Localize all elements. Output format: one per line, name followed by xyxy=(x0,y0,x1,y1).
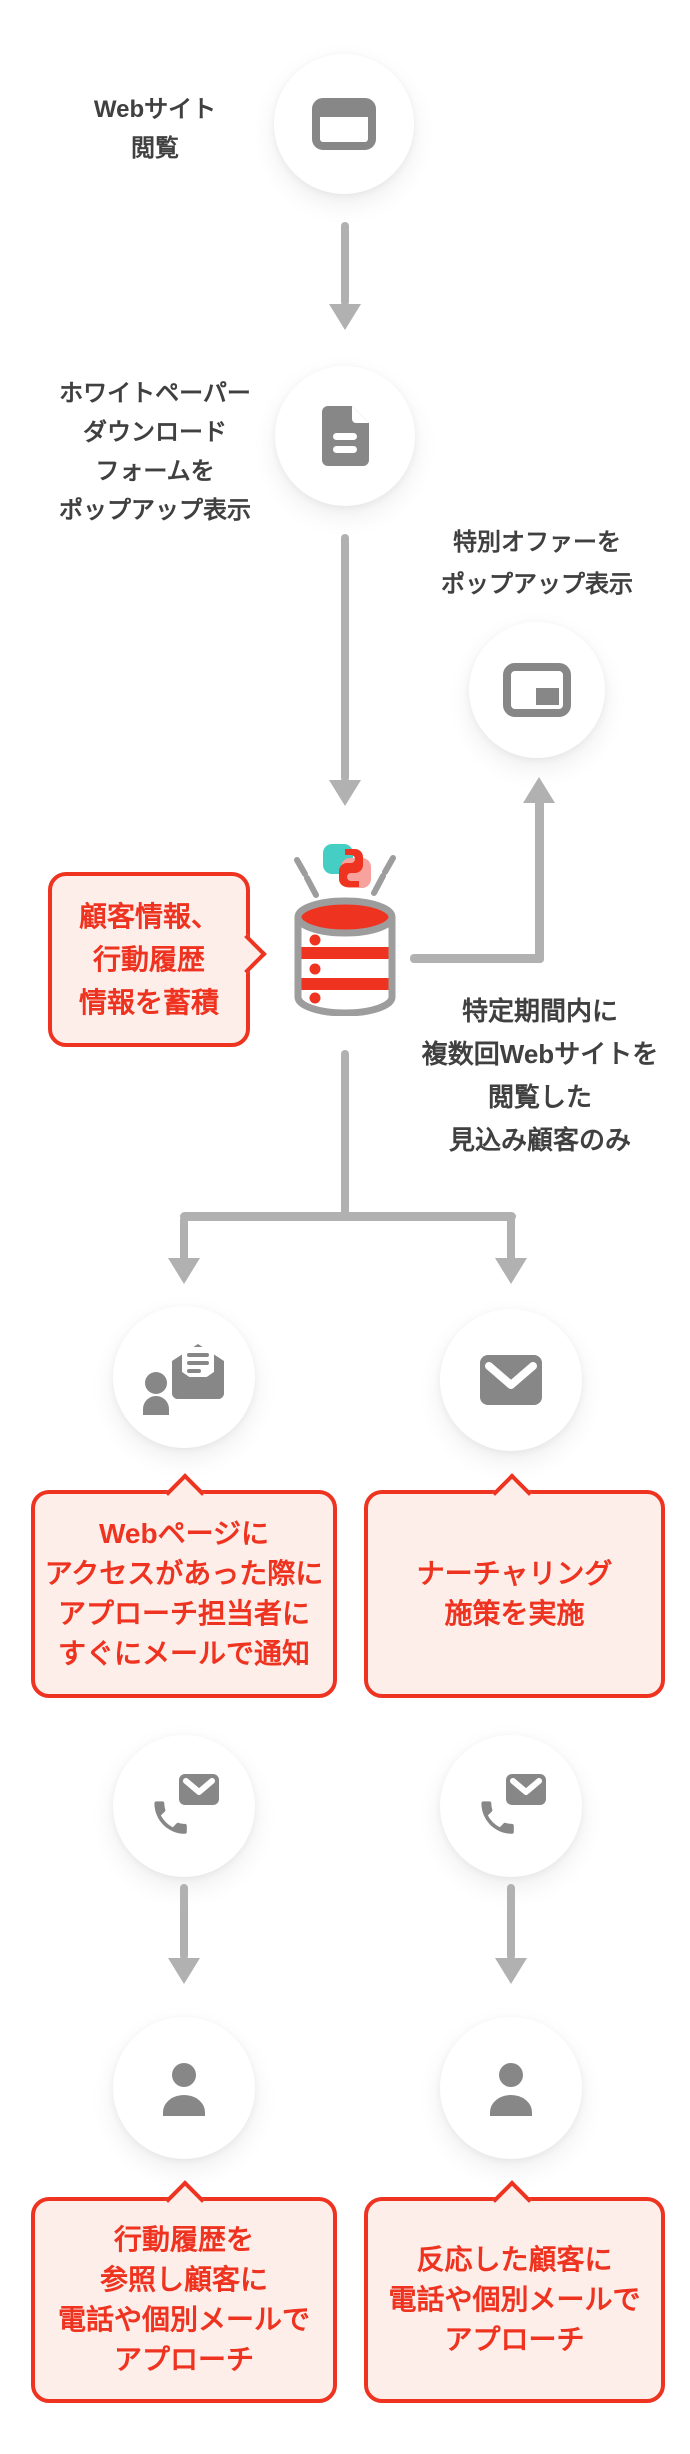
callout-line: アプローチ担当者に xyxy=(57,1598,310,1629)
arrow-database-to-branch xyxy=(341,1050,349,1216)
notify-callout: Webページに アクセスがあった際に アプローチ担当者に すぐにメールで通知 xyxy=(31,1473,337,1698)
arrow-database-to-offer-vertical xyxy=(535,800,544,963)
arrow-contact-right-to-customer xyxy=(507,1884,515,1960)
label-line: ポップアップ表示 xyxy=(59,497,251,524)
branch-left-arm xyxy=(180,1216,188,1262)
callout-tail xyxy=(165,1473,205,1513)
satori-logo-icon xyxy=(294,844,396,898)
step1-node xyxy=(274,54,414,194)
mail-node xyxy=(440,1309,582,1451)
callout-line: 電話や個別メールで xyxy=(388,2284,641,2315)
note-line: 閲覧した xyxy=(487,1082,592,1112)
offer-label: 特別オファーを ポップアップ表示 xyxy=(407,522,667,606)
callout-line: 情報を蓄積 xyxy=(78,987,219,1018)
arrow-step1-to-step2 xyxy=(341,222,349,306)
arrow-contact-left-to-customer xyxy=(180,1884,188,1960)
arrowhead xyxy=(495,1258,527,1284)
arrowhead xyxy=(495,1958,527,1984)
callout-line: 反応した顧客に xyxy=(416,2244,613,2275)
callout-line: 顧客情報、 xyxy=(78,901,219,932)
arrow-database-to-offer-horizontal xyxy=(410,954,544,963)
note-line: 特定期間内に xyxy=(461,996,618,1026)
arrow-step2-to-database xyxy=(341,534,349,782)
arrowhead xyxy=(168,1258,200,1284)
final-right-callout: 反応した顧客に 電話や個別メールで アプローチ xyxy=(364,2180,665,2403)
label-line: ポップアップ表示 xyxy=(441,571,633,598)
arrowhead xyxy=(329,780,361,806)
callout-line: ナーチャリング xyxy=(416,1558,613,1589)
callout-line: Webページに xyxy=(98,1518,270,1549)
nurture-callout: ナーチャリング 施策を実施 xyxy=(364,1473,665,1698)
person-icon xyxy=(490,2063,532,2116)
callout-line: アプローチ xyxy=(444,2324,585,2355)
callout-tail xyxy=(165,2180,205,2220)
callout-line: 電話や個別メールで xyxy=(57,2304,310,2335)
contact-left-node xyxy=(113,1735,255,1877)
label-line: 閲覧 xyxy=(131,135,179,162)
customer-right-node xyxy=(440,2017,582,2159)
callout-tail xyxy=(492,1473,532,1513)
callout-tail xyxy=(492,2180,532,2220)
label-line: ダウンロード xyxy=(83,419,227,446)
notify-node xyxy=(113,1306,255,1448)
filter-note: 特定期間内に 複数回Webサイトを 閲覧した 見込み顧客のみ xyxy=(390,990,690,1162)
arrowhead xyxy=(329,304,361,330)
phone-mail-icon xyxy=(481,1774,546,1834)
customer-left-node xyxy=(113,2017,255,2159)
note-line: 複数回Webサイトを xyxy=(421,1039,659,1069)
callout-line: アクセスがあった際に xyxy=(44,1558,324,1589)
branch-bar xyxy=(180,1212,516,1221)
browser-window-icon xyxy=(312,98,376,150)
callout-line: 参照し顧客に xyxy=(99,2264,268,2295)
callout-line: 行動履歴を xyxy=(113,2224,254,2255)
label-line: フォームを xyxy=(95,458,215,485)
callout-line: アプローチ xyxy=(113,2344,254,2375)
person-icon xyxy=(163,2063,205,2116)
sparkle-lines xyxy=(294,855,396,898)
callout-line: 施策を実施 xyxy=(444,1598,585,1629)
document-icon xyxy=(322,406,369,466)
callout-line: すぐにメールで通知 xyxy=(57,1638,310,1669)
person-mail-notification-icon xyxy=(143,1344,224,1415)
callout-tail xyxy=(227,934,267,974)
step1-label: Webサイト 閲覧 xyxy=(25,90,285,168)
database-icon xyxy=(294,897,396,1016)
arrowhead xyxy=(523,777,555,803)
db-callout: 顧客情報、 行動履歴 情報を蓄積 xyxy=(48,872,267,1047)
offer-node xyxy=(469,622,605,758)
phone-mail-icon xyxy=(154,1774,219,1834)
branch-right-arm xyxy=(507,1216,515,1262)
callout-line: 行動履歴 xyxy=(92,944,205,975)
step2-node xyxy=(275,366,415,506)
label-line: 特別オファーを xyxy=(453,529,621,556)
label-line: ホワイトペーパー xyxy=(59,380,251,407)
envelope-icon xyxy=(480,1355,542,1405)
arrowhead xyxy=(168,1958,200,1984)
popup-window-icon xyxy=(503,663,571,717)
contact-right-node xyxy=(440,1735,582,1877)
note-line: 見込み顧客のみ xyxy=(448,1125,631,1155)
final-left-callout: 行動履歴を 参照し顧客に 電話や個別メールで アプローチ xyxy=(31,2180,337,2403)
label-line: Webサイト xyxy=(93,96,217,123)
step2-label: ホワイトペーパー ダウンロード フォームを ポップアップ表示 xyxy=(25,374,285,530)
